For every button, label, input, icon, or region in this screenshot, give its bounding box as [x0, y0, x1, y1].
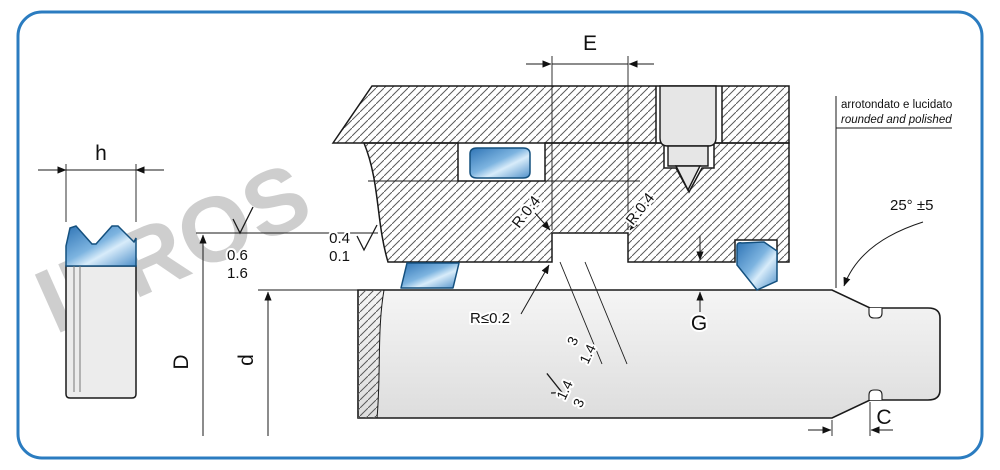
dim-E-label: E	[583, 32, 597, 55]
dim-G: G	[689, 236, 709, 337]
dim-D-label: D	[170, 354, 193, 369]
plug-step	[667, 145, 709, 167]
dim-h-label: h	[95, 142, 107, 165]
rod-relief-notch-top	[868, 308, 883, 319]
radius-max-label: R≤0.2	[470, 310, 510, 327]
roughness-value: 0.4	[329, 230, 350, 247]
housing-gland-block	[362, 142, 790, 263]
leader-line	[534, 212, 551, 231]
roughness-check-icon	[232, 206, 254, 235]
dim-G-label: G	[691, 312, 707, 335]
roughness-check-icon	[546, 373, 564, 394]
roughness-check-icon	[356, 224, 378, 252]
rod-relief-notch-bottom	[868, 389, 883, 400]
callout-angle: 25° ±5	[843, 195, 935, 287]
leader-line	[584, 261, 628, 365]
dim-C-label: C	[876, 406, 891, 429]
dim-h: h	[38, 140, 164, 222]
plug-tip	[674, 165, 702, 192]
static-seal	[469, 147, 531, 179]
angle-label: 25° ±5	[890, 197, 933, 214]
wiper-seal	[736, 241, 778, 291]
rod-break-hatch	[358, 290, 384, 418]
plug-body	[659, 85, 717, 147]
leader-line	[629, 211, 644, 231]
rod-section	[357, 289, 941, 419]
housing-upper-block	[331, 85, 790, 144]
dim-D: D	[168, 232, 378, 436]
rod-break-edge	[376, 289, 385, 419]
seal-lip-blue	[65, 225, 137, 267]
rod-body	[357, 289, 941, 419]
note-english: rounded and polished	[841, 114, 952, 126]
roughness-groove-surface: 0.4 0.1	[327, 224, 378, 267]
housing-section	[331, 85, 790, 263]
note-surface-finish: arrotondato e lucidato rounded and polis…	[835, 96, 954, 288]
left-seal-figure	[65, 225, 137, 399]
dim-C: C	[808, 402, 894, 436]
callout-rmax: R≤0.2	[468, 264, 550, 329]
plug	[659, 85, 717, 192]
dim-d: d	[233, 289, 362, 436]
leader-line	[520, 264, 550, 315]
page-border	[16, 10, 984, 460]
roughness-value: 0.1	[329, 248, 350, 265]
seal-body	[65, 265, 137, 399]
roughness-value: 0.6	[227, 247, 248, 264]
note-italian: arrotondato e lucidato	[841, 99, 952, 111]
leader-line	[559, 261, 603, 365]
dim-E: E	[526, 30, 654, 230]
roughness-d-surface: 0.6 1.6	[225, 206, 254, 284]
backup-ring	[400, 262, 460, 289]
leader-arc	[843, 221, 924, 287]
dim-d-label: d	[235, 354, 258, 366]
roughness-value: 1.6	[227, 265, 248, 282]
